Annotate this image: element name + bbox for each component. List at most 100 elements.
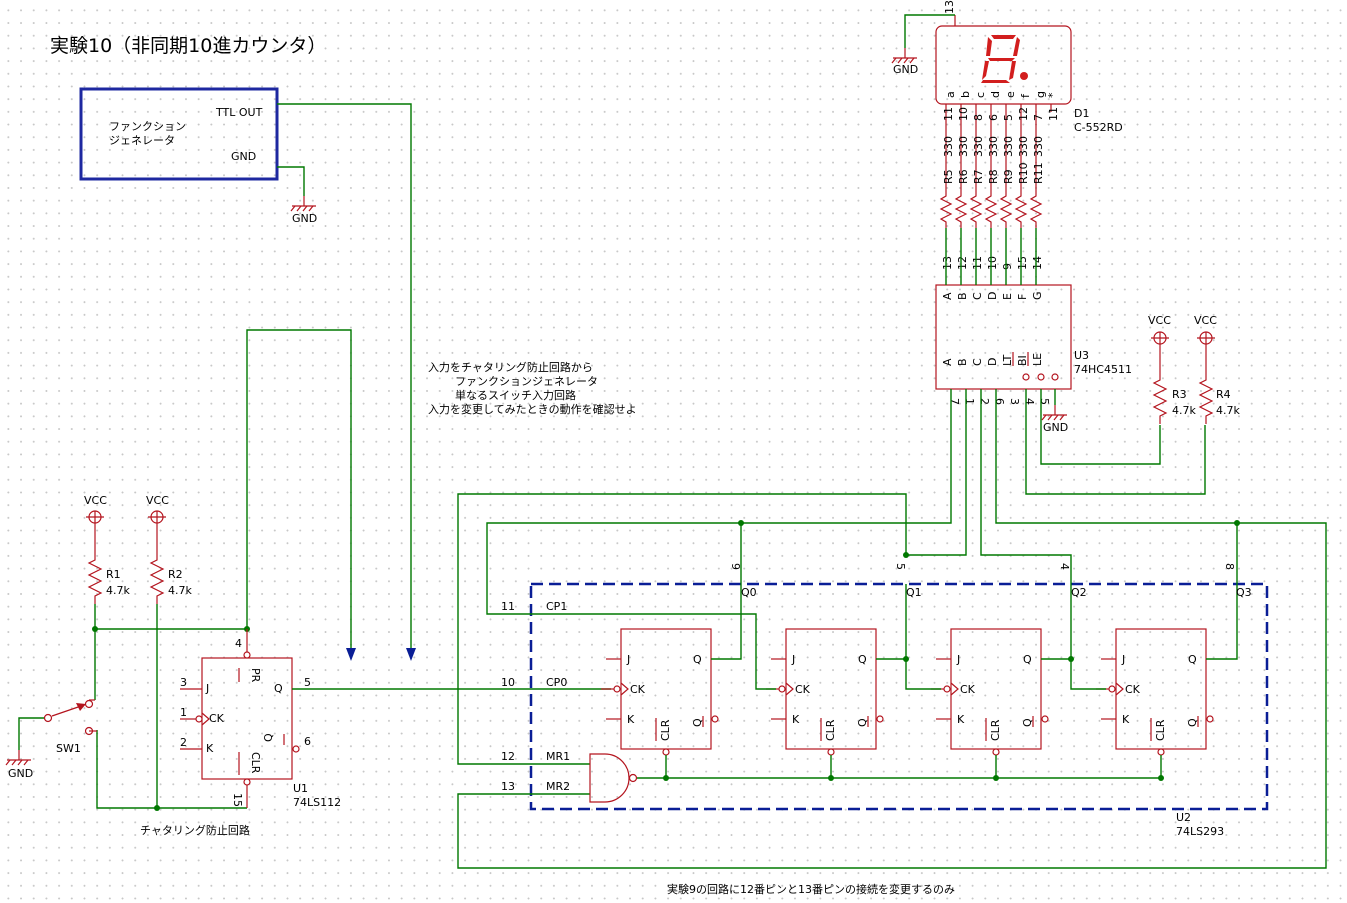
u2-part: 74LS293: [1176, 825, 1224, 838]
footer-note: 実験9の回路に12番ピンと13番ピンの接続を変更するのみ: [667, 882, 955, 896]
u1-label-q: Q: [274, 682, 283, 695]
u3-out-label-e: E: [1001, 293, 1014, 300]
d1-dp-pin: 11: [1047, 107, 1060, 121]
u1-pin-clr: 15: [231, 793, 244, 807]
u2-pin-cp1: 11: [501, 600, 515, 613]
u2-label-q2: Q2: [1071, 586, 1087, 599]
ff-label-qbar: Q: [1021, 718, 1034, 727]
u3-out-pin-d: 10: [986, 256, 999, 270]
u2-pin-mr1: 12: [501, 750, 515, 763]
vcc-symbol-r1: [85, 510, 105, 531]
d1-seg-label-3: d: [989, 91, 1002, 98]
u3-in-pin-bi: 4: [1023, 398, 1036, 405]
u1-pin-k: 2: [180, 736, 187, 749]
seg-res-value: 330: [942, 136, 955, 157]
d1-seg-pin: 7: [1032, 114, 1045, 121]
u3-out-pin-c: 11: [971, 256, 984, 270]
u3-body: [935, 284, 1072, 390]
u3-out-pin-a: 13: [941, 256, 954, 270]
u1-label-clr: CLR: [249, 752, 262, 774]
u3-in-pin-a: 7: [948, 398, 961, 405]
r2-value: 4.7k: [168, 584, 192, 597]
ff-label-clr: CLR: [659, 719, 672, 741]
d1-ground-symbol: [891, 47, 918, 64]
note-input-line3: 単なるスイッチ入力回路: [455, 388, 576, 402]
ff-label-j: J: [791, 653, 795, 666]
d1-seg-label-4: e: [1004, 91, 1017, 98]
note-input-line2: ファンクションジェネレータ: [455, 375, 598, 388]
u3-in-pin-d: 6: [993, 398, 1006, 405]
reset-nand-gate: [589, 753, 630, 803]
sw1-common: [43, 713, 53, 723]
ff-label-ck: CK: [960, 683, 976, 696]
fg-gnd-label: GND: [231, 150, 256, 163]
u3-in-label-c: C: [971, 358, 984, 366]
ff-label-ck: CK: [1125, 683, 1141, 696]
seg-res-name: R11: [1032, 162, 1045, 184]
ff-label-j: J: [626, 653, 630, 666]
u1-ref: U1: [293, 782, 308, 795]
ff-label-clr: CLR: [989, 719, 1002, 741]
ff-label-k: K: [1122, 713, 1130, 726]
ff-label-qbar: Q: [856, 718, 869, 727]
u3-out-label-d: D: [986, 292, 999, 300]
function-generator-box: [79, 87, 279, 181]
u2-label-cp1: CP1: [546, 600, 567, 613]
vcc-symbol-r3: [1150, 331, 1170, 352]
ff-label-ck: CK: [795, 683, 811, 696]
ff-label-j: J: [1121, 653, 1125, 666]
seg-res-name: R5: [942, 169, 955, 184]
r4-value: 4.7k: [1216, 404, 1240, 417]
debounce-label: チャタリング防止回路: [140, 823, 250, 837]
u3-out-label-f: F: [1016, 294, 1029, 300]
page-title: 実験10（非同期10進カウンタ）: [50, 35, 326, 57]
d1-seg-label-7: *: [1046, 92, 1059, 98]
arrow-fg-input: [406, 648, 416, 661]
u1-label-k: K: [206, 742, 214, 755]
u2-boundary: [529, 582, 1269, 811]
d1-seg-pin: 5: [1002, 114, 1015, 121]
u1-label-j: J: [205, 682, 209, 695]
u2-label-q3: Q3: [1236, 586, 1252, 599]
function-generator-name-line1: ファンクション ジェネレータ: [109, 120, 190, 147]
u2-label-mr2: MR2: [546, 780, 570, 793]
u3-in-pin-le: 5: [1038, 398, 1051, 405]
u3-ref: U3: [1074, 349, 1089, 362]
u3-out-pin-f: 15: [1016, 256, 1029, 270]
arrow-debounce-input: [346, 648, 356, 661]
d1-seg-label-5: f: [1019, 93, 1032, 98]
u2-label-q0: Q0: [741, 586, 757, 599]
d1-ground-label: GND: [893, 63, 918, 76]
r3-value: 4.7k: [1172, 404, 1196, 417]
u1-pin-ck: 1: [180, 706, 187, 719]
seg-res-name: R6: [957, 169, 970, 184]
u3-in-label-b: B: [956, 358, 969, 366]
d1-seg-pin: 11: [942, 107, 955, 121]
u1-label-ck: CK: [209, 712, 225, 725]
resistor-r3: [1153, 371, 1167, 425]
u2-pin-q3: 8: [1223, 563, 1236, 570]
u3-in-label-d: D: [986, 358, 999, 366]
d1-seg-label-2: c: [974, 92, 987, 98]
fg-ground-symbol: [290, 195, 317, 212]
seg-res-value: 330: [987, 136, 1000, 157]
u3-le-ground-symbol: [1041, 404, 1068, 421]
d1-ref: D1: [1074, 107, 1089, 120]
seg-res-value: 330: [1017, 136, 1030, 157]
u3-in-label-bi: BI: [1016, 355, 1029, 366]
u3-out-label-g: G: [1031, 291, 1044, 300]
seg-res-value: 330: [972, 136, 985, 157]
sw1-ground-symbol: [5, 749, 32, 766]
u1-part: 74LS112: [293, 796, 341, 809]
u1-pin-qbar: 6: [304, 735, 311, 748]
seg-res-name: R10: [1017, 162, 1030, 184]
seg-res-value: 330: [1002, 136, 1015, 157]
u1-pin-pr: 4: [235, 637, 242, 650]
u3-in-label-a: A: [941, 358, 954, 366]
u3-part: 74HC4511: [1074, 363, 1132, 376]
r4-name: R4: [1216, 388, 1231, 401]
